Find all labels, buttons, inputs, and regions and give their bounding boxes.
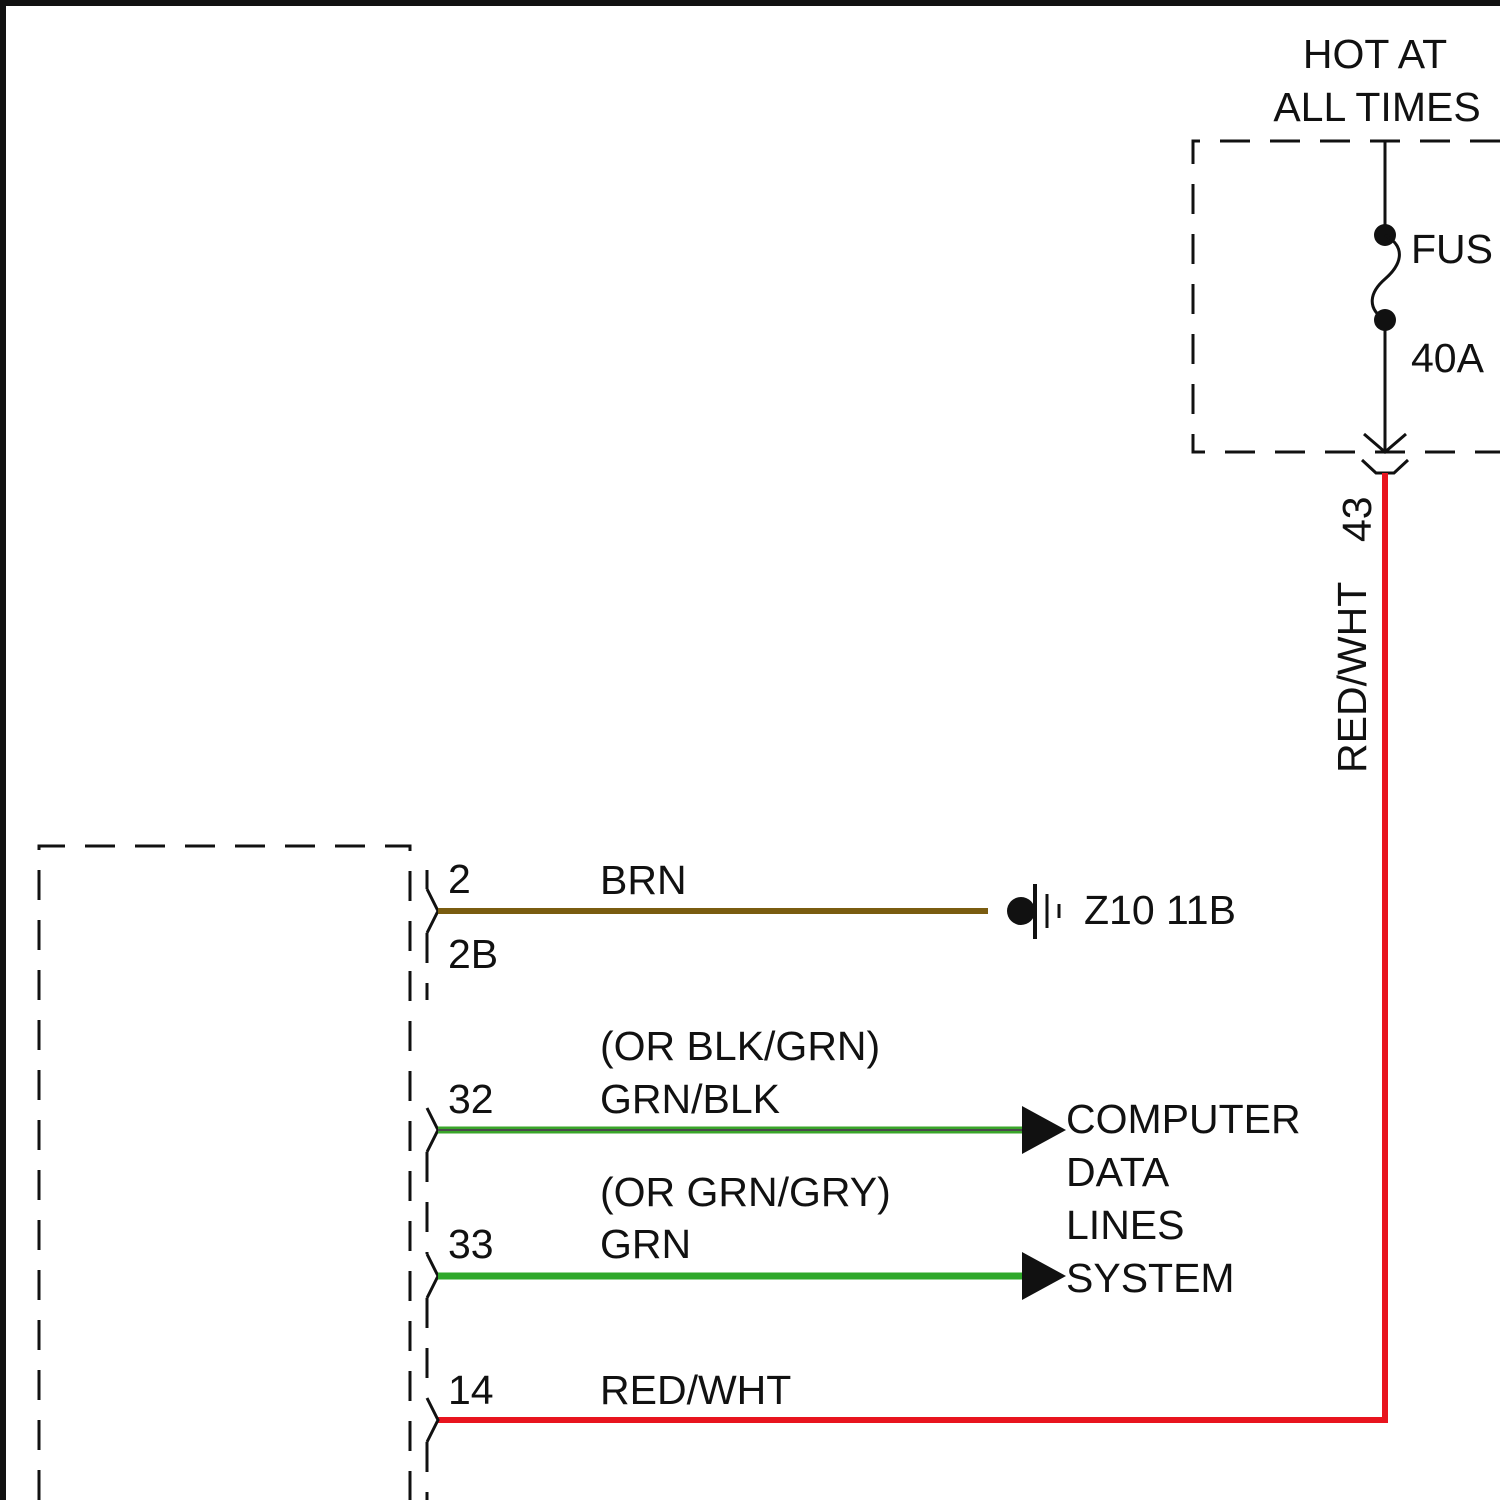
connector-female-chevron-icon (1362, 460, 1408, 473)
power-source-label-line1: HOT AT (1303, 31, 1447, 77)
fuse-rating: 40A (1411, 335, 1485, 381)
ground-point-icon (1007, 897, 1035, 925)
fuse-symbol: FUS 40A (1372, 141, 1493, 452)
ground-label: Z10 11B (1084, 887, 1236, 933)
feed-wire-pin: 43 (1334, 496, 1380, 542)
pin-32-arrow-icon (1022, 1106, 1066, 1154)
circuit-pin-33: 33 (OR GRN/GRY) GRN (438, 1169, 1066, 1300)
circuit-pin-32: 32 (OR BLK/GRN) GRN/BLK (438, 1023, 1066, 1154)
fuse-label: FUS (1411, 226, 1493, 272)
pin-14-number: 14 (448, 1367, 494, 1413)
pin-32-terminal-icon (427, 1108, 438, 1152)
destination-system-line2: DATA (1066, 1149, 1170, 1195)
pin-2-terminal-icon (427, 889, 438, 933)
pin-2-color-label: BRN (600, 857, 687, 903)
fuse-element-icon (1372, 235, 1399, 320)
pin-14-color-label: RED/WHT (600, 1367, 791, 1413)
destination-system-line1: COMPUTER (1066, 1096, 1301, 1142)
feed-wire-labels: 43 RED/WHT (1329, 496, 1380, 773)
module-box (39, 846, 410, 1500)
pin-33-arrow-icon (1022, 1252, 1066, 1300)
pin-32-color-label: GRN/BLK (600, 1076, 780, 1122)
destination-system-line4: SYSTEM (1066, 1255, 1235, 1301)
pin-2-connector: 2B (448, 931, 498, 977)
pin-33-alt-color-label: (OR GRN/GRY) (600, 1169, 891, 1215)
feed-wire-color-label: RED/WHT (1329, 582, 1375, 773)
destination-system: COMPUTER DATA LINES SYSTEM (1066, 1096, 1301, 1301)
pin-33-color-label: GRN (600, 1221, 691, 1267)
pin-33-number: 33 (448, 1221, 494, 1267)
destination-system-line3: LINES (1066, 1202, 1185, 1248)
pin-32-number: 32 (448, 1076, 494, 1122)
circuit-pin-14: 14 RED/WHT (448, 1367, 791, 1413)
pin-14-terminal-icon (427, 1398, 438, 1442)
power-source: HOT AT ALL TIMES (1273, 31, 1480, 130)
pin-32-alt-color-label: (OR BLK/GRN) (600, 1023, 880, 1069)
power-source-label-line2: ALL TIMES (1273, 84, 1480, 130)
module-connector (427, 870, 438, 1500)
fuse-box (1193, 141, 1500, 452)
pin-2-number: 2 (448, 856, 471, 902)
circuit-pin-2: 2 2B BRN (438, 856, 988, 977)
pin-33-terminal-icon (427, 1254, 438, 1298)
ground-symbol: Z10 11B (1007, 884, 1236, 939)
